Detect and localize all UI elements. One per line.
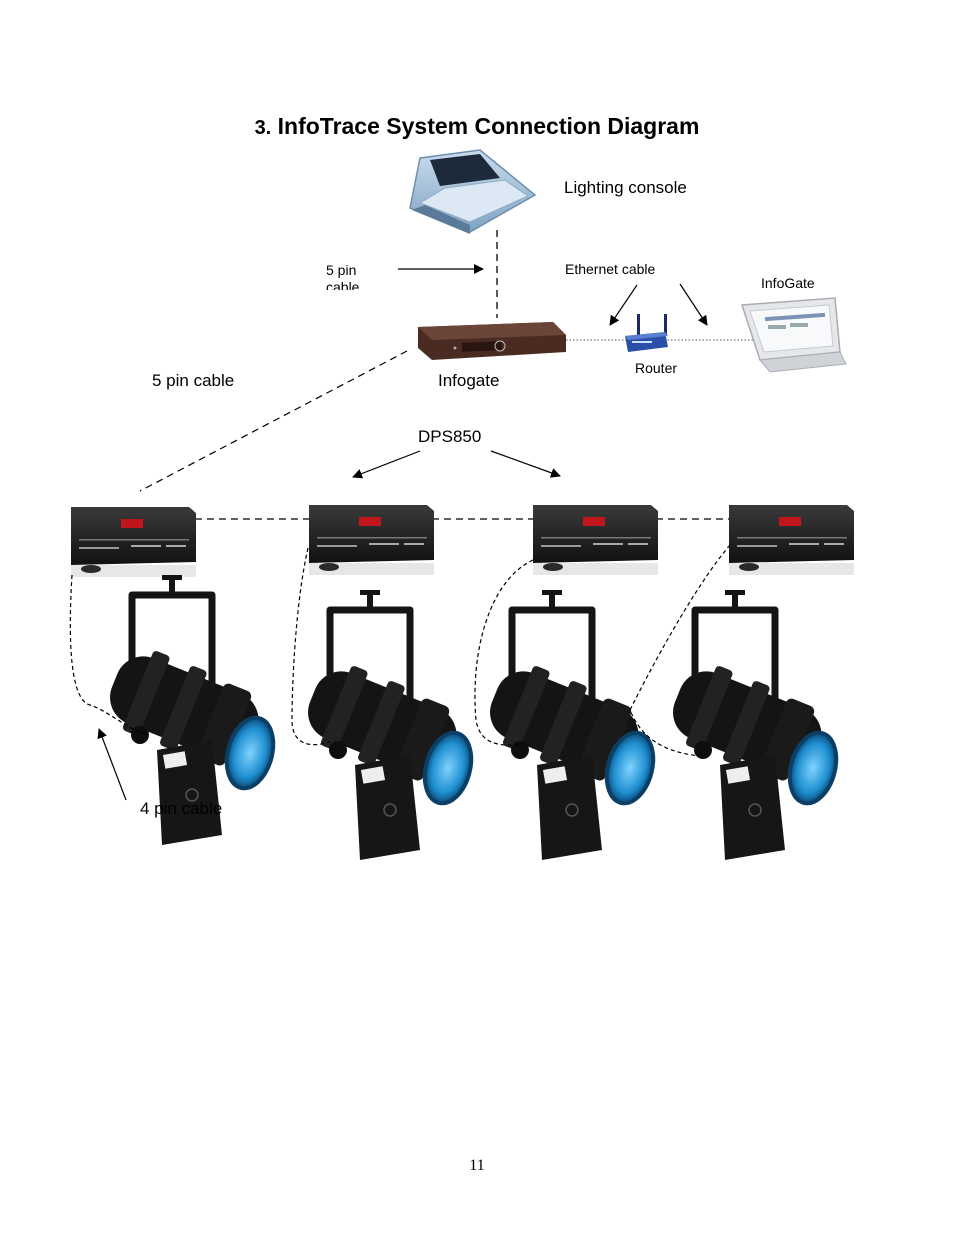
label-dps850: DPS850 <box>418 427 482 446</box>
ethernet-arrow-right <box>679 283 708 326</box>
page-number: 11 <box>469 1157 485 1174</box>
label-five-pin-small: 5 pin cable <box>326 262 359 290</box>
dimmer-pack-2 <box>309 505 434 575</box>
ethernet-arrow-left <box>609 284 638 326</box>
dps850-arrow-left <box>352 450 421 479</box>
label-ethernet-cable: Ethernet cable <box>565 261 656 277</box>
label-five-pin-cable: 5 pin cable <box>152 371 235 390</box>
five-pin-cable-line-dimmers <box>139 350 408 492</box>
label-infogate-laptop: InfoGate <box>761 275 815 291</box>
page-title: 3. InfoTrace System Connection Diagram <box>0 113 954 140</box>
label-lighting-console: Lighting console <box>564 178 687 197</box>
label-infogate: Infogate <box>438 371 500 390</box>
section-number: 3. <box>254 117 272 139</box>
four-pin-cable-3 <box>474 559 534 746</box>
fixture-4 <box>662 590 844 860</box>
four-pin-arrow <box>97 728 127 801</box>
fixture-3 <box>479 590 661 860</box>
infogate-laptop-image <box>740 297 847 373</box>
dps850-arrow-right <box>490 450 561 478</box>
label-four-pin-cable: 4 pin cable <box>140 799 223 818</box>
dimmer-pack-3 <box>533 505 658 575</box>
dimmer-pack-1 <box>71 507 196 577</box>
four-pin-cable-2 <box>291 547 331 746</box>
fixture-2 <box>297 590 479 860</box>
label-five-pin-small-line1: 5 pin <box>326 262 357 278</box>
dimmer-pack-4 <box>729 505 854 575</box>
router-image <box>625 314 668 352</box>
label-router: Router <box>635 360 678 376</box>
lighting-console-image <box>409 149 537 234</box>
label-five-pin-small-line2: cable <box>326 279 360 290</box>
four-pin-cable-4 <box>629 544 731 757</box>
four-pin-cable-1 <box>69 574 149 736</box>
infogate-box-image <box>418 322 566 360</box>
section-title: InfoTrace System Connection Diagram <box>277 113 700 139</box>
